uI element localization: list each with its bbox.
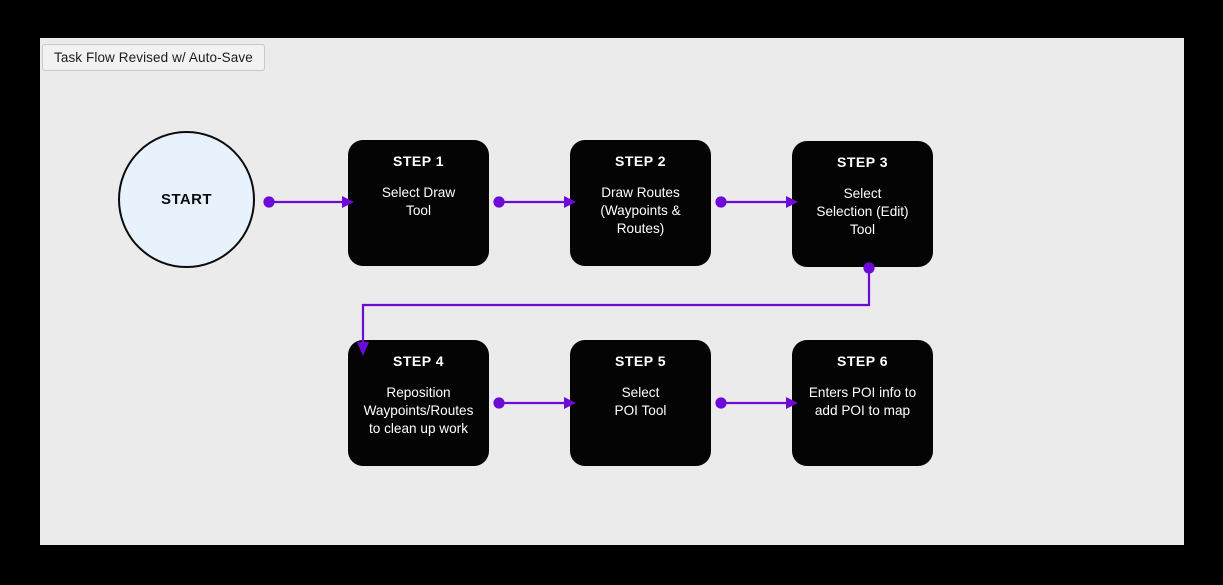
- connector-step-4-to-step-5: [493, 397, 576, 409]
- diagram-title-label: Task Flow Revised w/ Auto-Save: [54, 50, 253, 65]
- connector-elbow-path: [361, 268, 871, 342]
- step-1-body: Select Draw Tool: [381, 185, 456, 218]
- connector-arrowhead: [564, 397, 576, 409]
- start-node[interactable]: START: [118, 131, 255, 268]
- step-3-title: STEP 3: [837, 154, 888, 170]
- connector-step-5-to-step-6: [715, 397, 798, 409]
- connector-step-2-to-step-3: [715, 196, 798, 208]
- step-box-2[interactable]: STEP 2 Draw Routes (Waypoints & Routes): [570, 140, 711, 266]
- step-4-title: STEP 4: [393, 353, 444, 369]
- step-6-body: Enters POI info to add POI to map: [808, 385, 917, 418]
- connector-arrowhead: [786, 397, 798, 409]
- step-box-3[interactable]: STEP 3 Select Selection (Edit) Tool: [792, 141, 933, 267]
- connector-arrowhead: [342, 196, 354, 208]
- step-4-body: Reposition Waypoints/Routes to clean up …: [363, 385, 474, 436]
- connector-arrowhead: [357, 342, 369, 356]
- step-6-title: STEP 6: [837, 353, 888, 369]
- diagram-title-chip[interactable]: Task Flow Revised w/ Auto-Save: [42, 44, 265, 71]
- connector-arrowhead: [786, 196, 798, 208]
- connector-step-3-to-step-4: [357, 262, 875, 356]
- connector-step-1-to-step-2: [493, 196, 576, 208]
- step-2-body: Draw Routes (Waypoints & Routes): [600, 185, 681, 236]
- step-box-6[interactable]: STEP 6 Enters POI info to add POI to map: [792, 340, 933, 466]
- step-box-1[interactable]: STEP 1 Select Draw Tool: [348, 140, 489, 266]
- step-2-title: STEP 2: [615, 153, 666, 169]
- step-box-5[interactable]: STEP 5 Select POI Tool: [570, 340, 711, 466]
- start-node-label: START: [161, 191, 212, 208]
- step-3-body: Select Selection (Edit) Tool: [816, 186, 909, 237]
- connector-start-to-step-1: [263, 196, 354, 208]
- step-5-title: STEP 5: [615, 353, 666, 369]
- step-5-body: Select POI Tool: [614, 385, 667, 418]
- step-1-title: STEP 1: [393, 153, 444, 169]
- diagram-canvas[interactable]: Task Flow Revised w/ Auto-Save START STE…: [40, 38, 1184, 545]
- connector-arrowhead: [564, 196, 576, 208]
- step-box-4[interactable]: STEP 4 Reposition Waypoints/Routes to cl…: [348, 340, 489, 466]
